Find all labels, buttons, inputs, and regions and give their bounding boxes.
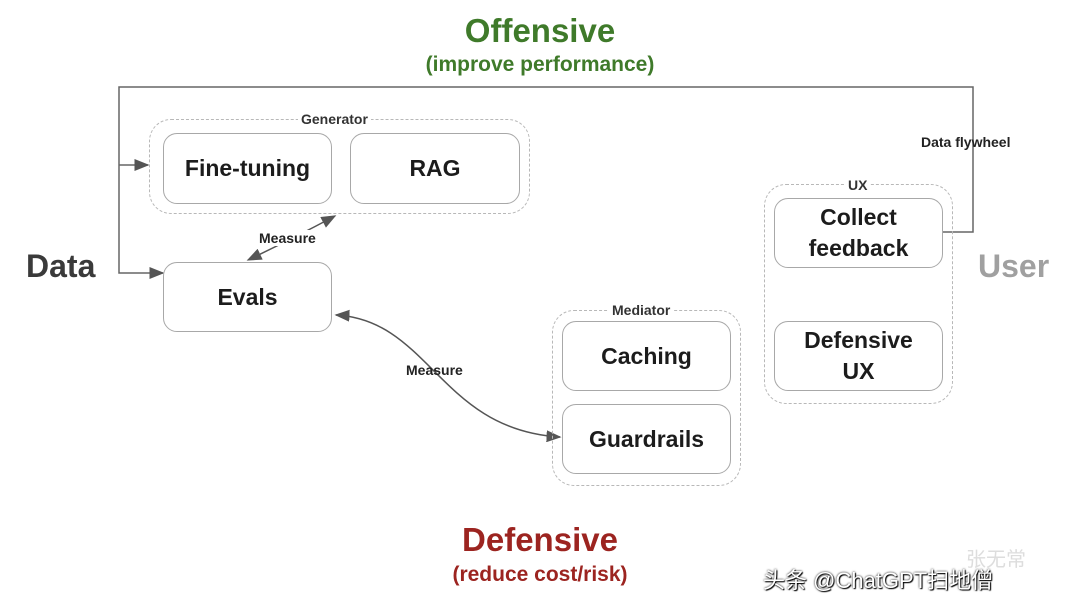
caching-box[interactable]: Caching (562, 321, 731, 391)
flywheel-loop (118, 86, 974, 279)
mediator-label: Mediator (609, 302, 674, 318)
data-flywheel-label: Data flywheel (921, 134, 1011, 150)
measure-bottom-arrow (334, 309, 562, 443)
collect-feedback-box[interactable]: Collect feedback (774, 198, 943, 268)
rag-box[interactable]: RAG (350, 133, 520, 204)
measure-bottom-label: Measure (406, 362, 463, 378)
data-label: Data (26, 248, 96, 284)
defensive-ux-box[interactable]: Defensive UX (774, 321, 943, 391)
fine-tuning-box[interactable]: Fine-tuning (163, 133, 332, 204)
evals-box[interactable]: Evals (163, 262, 332, 332)
watermark-handle: 头条 @ChatGPT扫地僧 (763, 568, 994, 593)
measure-top-label: Measure (257, 230, 318, 246)
watermark-author: 张无常 (966, 549, 1026, 571)
ux-label: UX (845, 177, 871, 193)
user-label: User (978, 248, 1050, 284)
offensive-subtitle: (improve performance) (425, 53, 655, 76)
offensive-title: Offensive (464, 12, 616, 49)
generator-label: Generator (298, 111, 371, 127)
defensive-subtitle: (reduce cost/risk) (452, 563, 628, 586)
guardrails-box[interactable]: Guardrails (562, 404, 731, 474)
defensive-title: Defensive (462, 521, 618, 558)
